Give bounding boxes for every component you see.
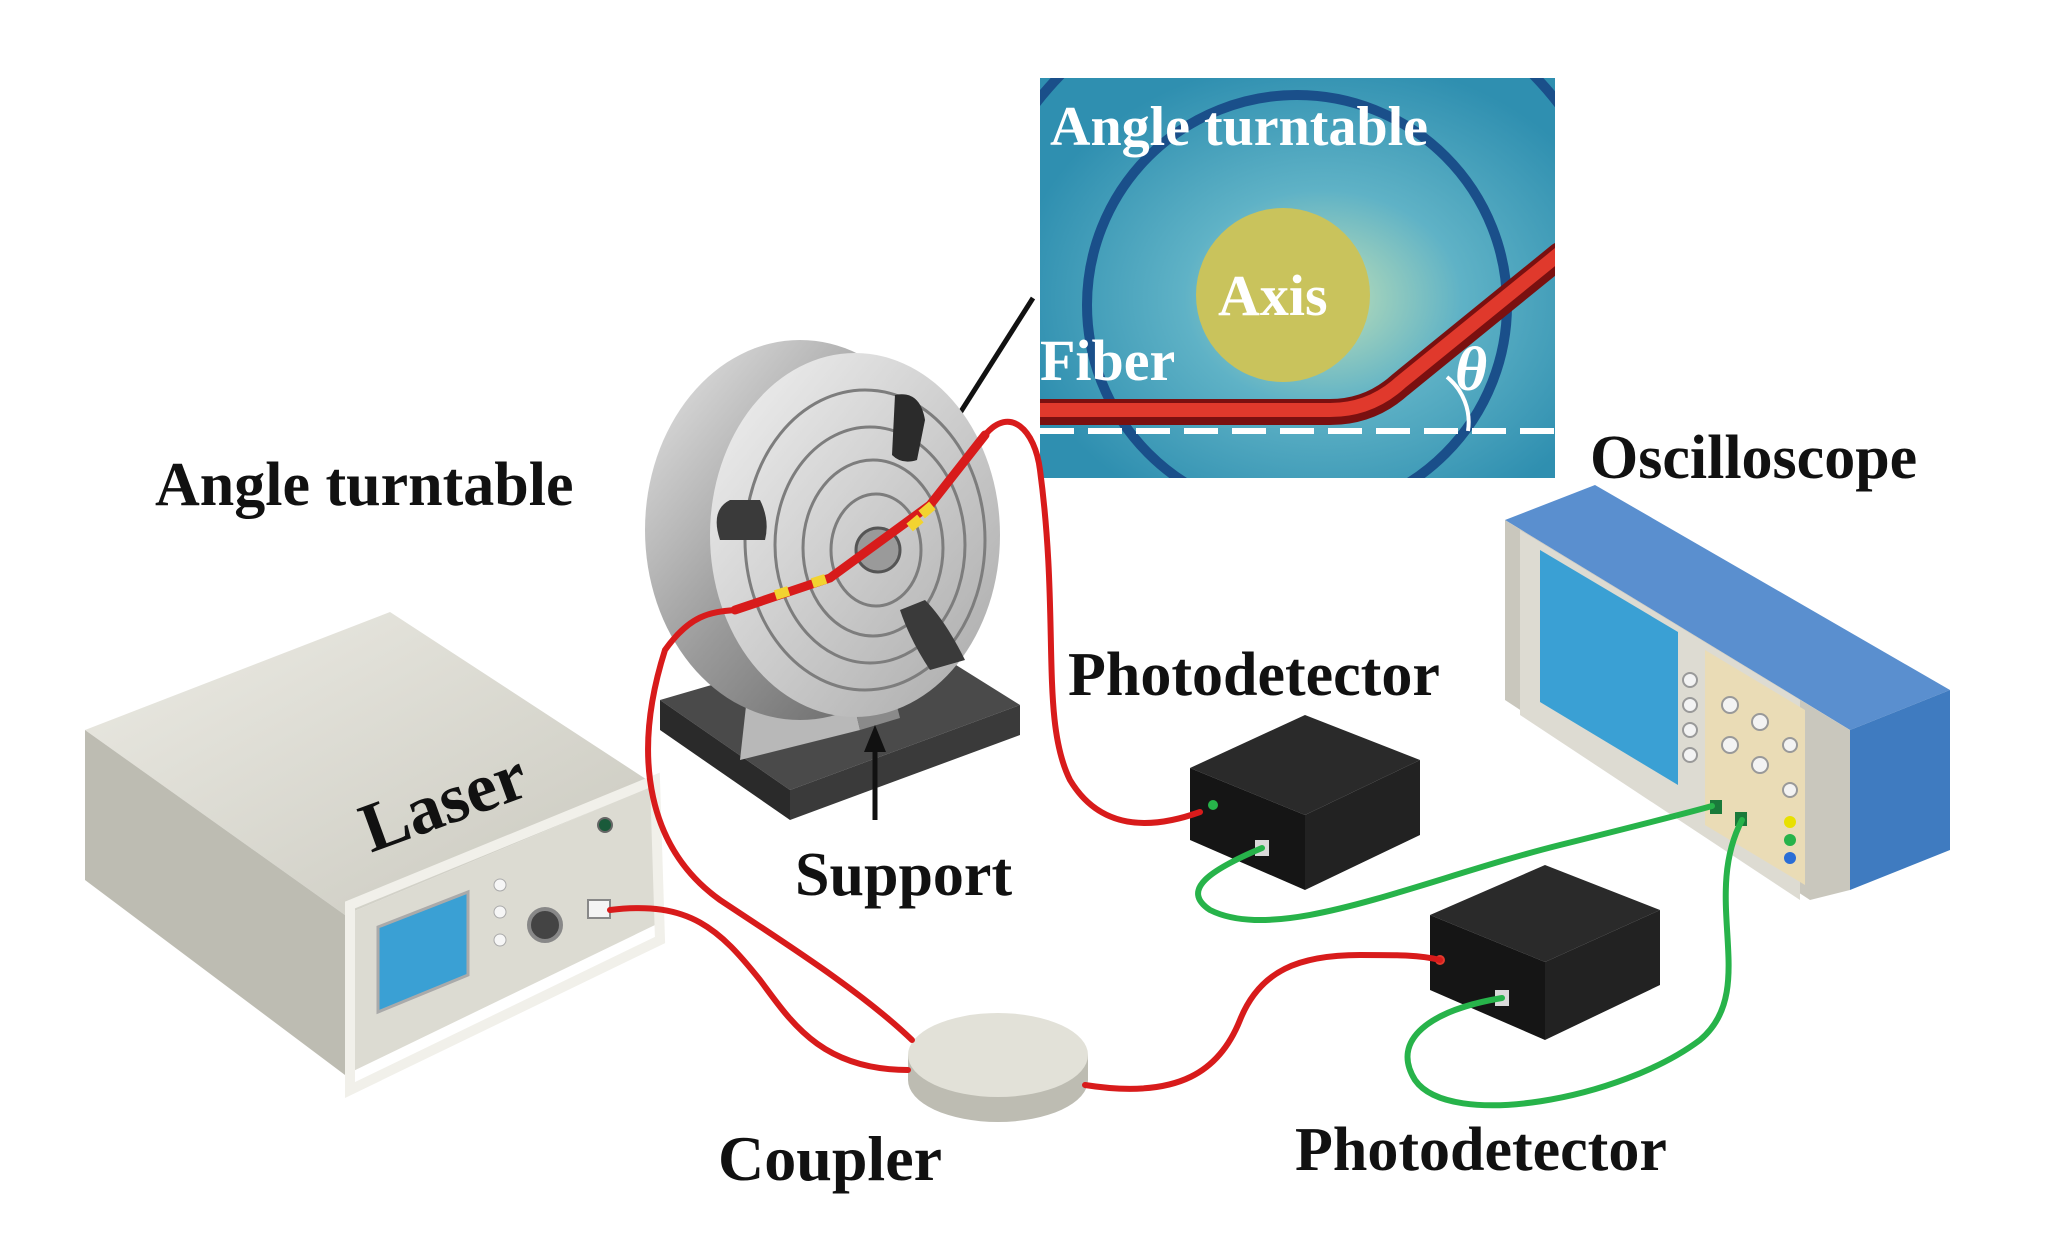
inset-axis bbox=[1196, 208, 1370, 382]
turntable-icon bbox=[645, 340, 1020, 820]
inset-axis-label: Axis bbox=[1218, 263, 1328, 328]
photodetector-icon bbox=[1430, 865, 1660, 1040]
fiber-turntable-to-photodetector bbox=[982, 418, 1203, 826]
label-coupler: Coupler bbox=[718, 1123, 942, 1194]
support-arrow bbox=[864, 725, 886, 820]
label-photodetector-bottom: Photodetector bbox=[1295, 1116, 1667, 1184]
inset-angle-symbol: θ bbox=[1455, 336, 1487, 404]
label-support: Support bbox=[795, 841, 1012, 909]
label-photodetector-top: Photodetector bbox=[1068, 641, 1440, 709]
laser-knob bbox=[527, 907, 563, 943]
oscilloscope-icon bbox=[1505, 485, 1950, 900]
fiber-coupler-to-turntable bbox=[645, 607, 915, 1043]
photodetector-icon bbox=[1190, 715, 1420, 890]
inset-title: Angle turntable bbox=[1050, 96, 1428, 158]
laser-device-icon bbox=[85, 612, 666, 1098]
coupler-icon bbox=[908, 1013, 1088, 1122]
inset-fiber-label: Fiber bbox=[1040, 328, 1175, 393]
inset-angle-arc bbox=[1445, 375, 1471, 432]
signal-cable-bottom bbox=[1404, 817, 1745, 1109]
fiber-cables bbox=[607, 418, 1443, 1092]
label-angle-turntable: Angle turntable bbox=[155, 451, 574, 519]
fiber-coupler-to-photodetector bbox=[1082, 951, 1443, 1092]
laser-screen bbox=[376, 889, 470, 1015]
fiber-laser-to-coupler bbox=[607, 905, 911, 1073]
oscilloscope-screen bbox=[1540, 550, 1678, 785]
signal-cable-top bbox=[1195, 803, 1715, 924]
label-oscilloscope: Oscilloscope bbox=[1590, 424, 1917, 492]
inset-view: Angle turntable Axis Fiber θ bbox=[1040, 78, 1555, 478]
signal-cables bbox=[1195, 803, 1745, 1109]
